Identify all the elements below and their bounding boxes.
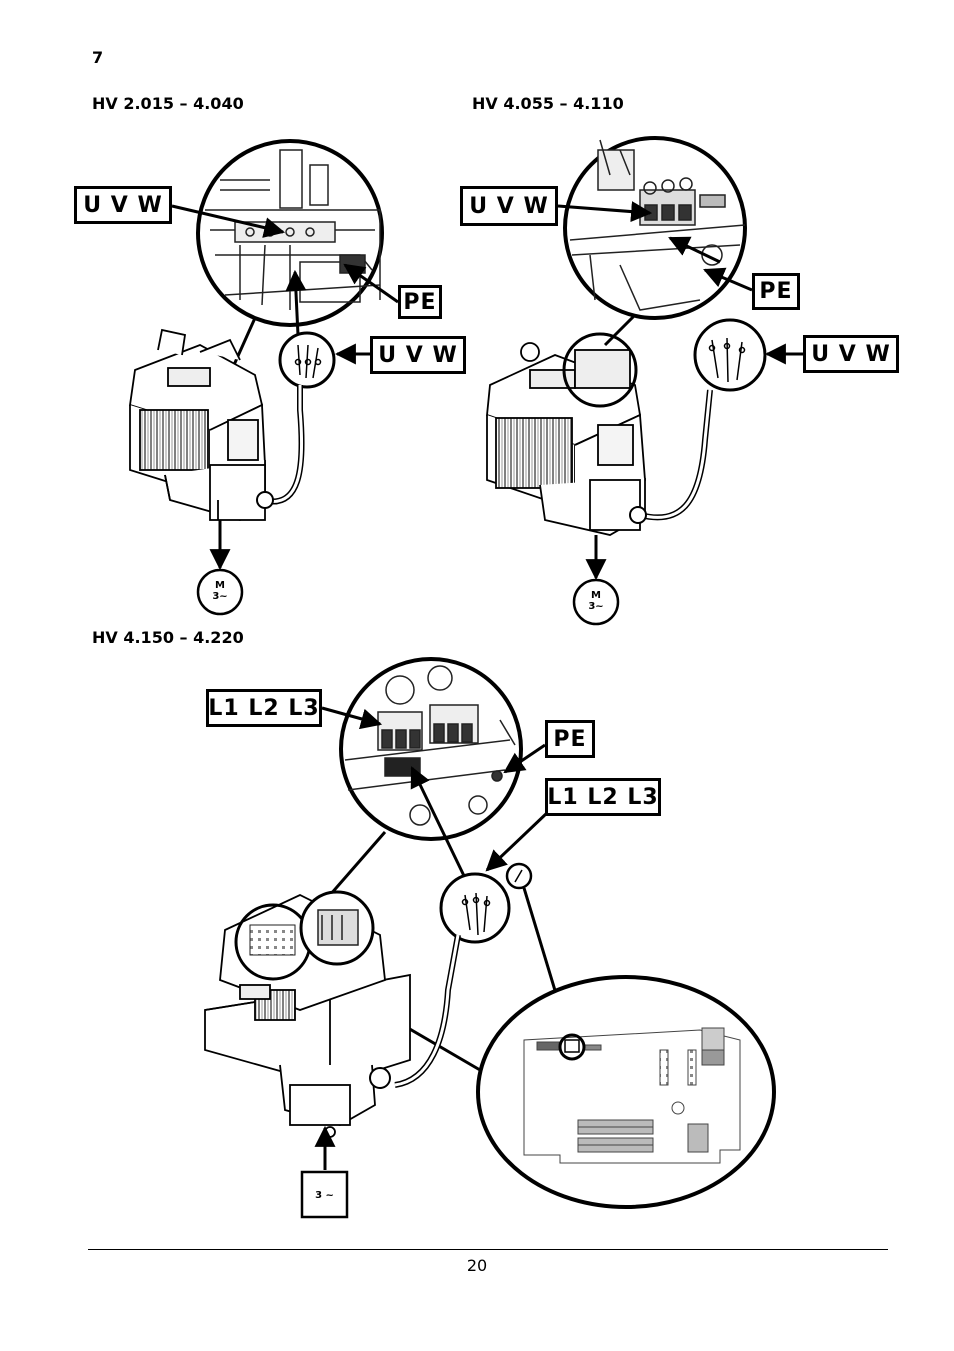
figure-1-title: HV 2.015 – 4.040: [92, 94, 244, 113]
fig3-l123-terminal-label: L1 L2 L3: [206, 689, 322, 727]
fig1-pe-label: PE: [398, 285, 442, 319]
figure-2-drawing: [486, 136, 803, 626]
fig2-motor-line1: M: [591, 590, 601, 601]
page-number: 20: [466, 1256, 488, 1275]
fig3-l123-cable-label: L1 L2 L3: [545, 778, 661, 816]
fig3-supply-label: 3 ~: [315, 1190, 334, 1201]
fig1-motor-line1: M: [215, 580, 225, 591]
fig2-uvw-terminal-label: U V W: [460, 186, 558, 226]
figure-3-title: HV 4.150 – 4.220: [92, 628, 244, 647]
fig1-uvw-cable-label: U V W: [370, 336, 466, 374]
motor-symbol-2: [572, 578, 620, 626]
fig1-motor-label: M 3~: [205, 580, 235, 602]
fig1-uvw-terminal-label: U V W: [74, 186, 172, 224]
supply-symbol-box: [300, 1170, 349, 1219]
fig2-motor-label: M 3~: [581, 590, 611, 612]
fig2-pe-label: PE: [752, 273, 800, 310]
fig3-pe-label: PE: [545, 720, 595, 758]
fig2-motor-line2: 3~: [588, 601, 604, 612]
section-number: 7: [92, 48, 104, 67]
figure-2-title: HV 4.055 – 4.110: [472, 94, 624, 113]
fig1-motor-line2: 3~: [212, 591, 228, 602]
fig2-uvw-cable-label: U V W: [803, 335, 899, 373]
figure-3-drawing: [204, 657, 776, 1219]
footer-rule: [88, 1249, 888, 1250]
motor-symbol-1: [196, 568, 244, 616]
pcb-detail-circle: [476, 975, 776, 1209]
figure-1-drawing: [129, 139, 399, 616]
